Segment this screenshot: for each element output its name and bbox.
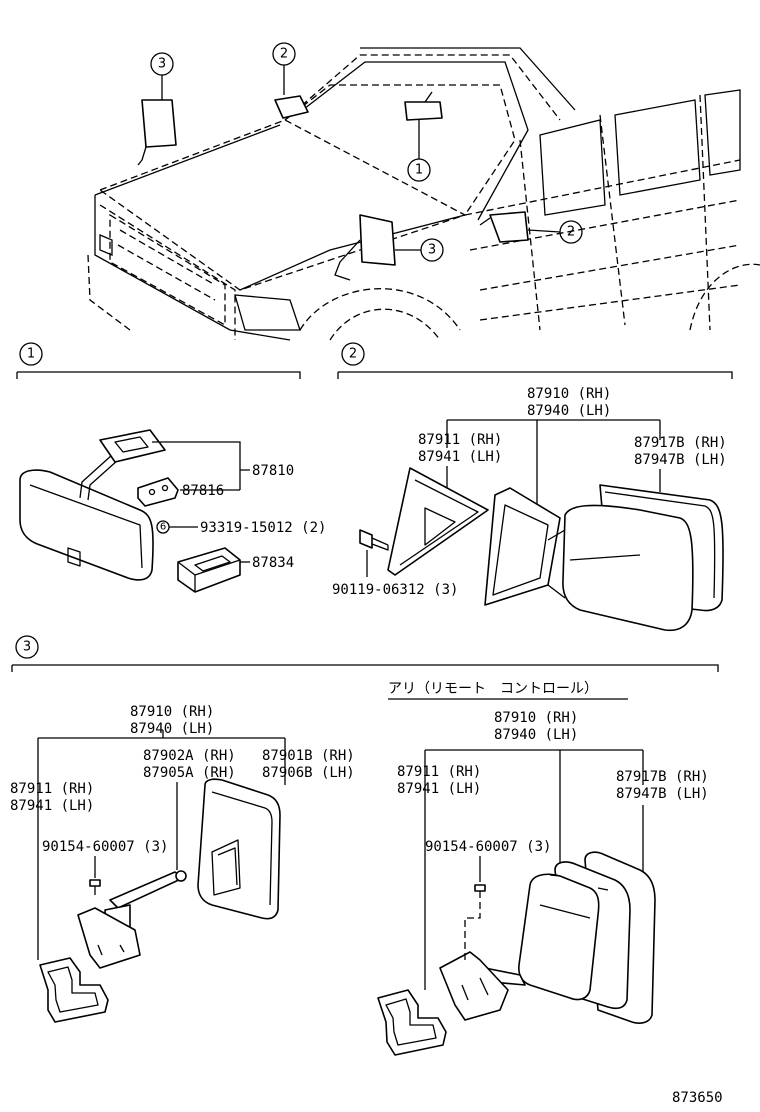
svg-text:1: 1 bbox=[415, 163, 423, 178]
section-3-manual: 87910 (RH) 87940 (LH) 87902A (RH) 87905A… bbox=[10, 704, 355, 1023]
svg-text:3: 3 bbox=[23, 640, 31, 655]
part-label-87910-rh: 87910 (RH) bbox=[494, 710, 578, 726]
vehicle-illustration bbox=[87, 47, 760, 341]
gasket-manual-drawing bbox=[39, 957, 109, 1023]
section-3: 3 bbox=[11, 635, 719, 672]
callout-top-side-mirror: 2 bbox=[527, 220, 583, 244]
part-label-87810: 87810 bbox=[252, 463, 294, 479]
mirror-base-drawing bbox=[484, 487, 561, 606]
part-label-87911-rh: 87911 (RH) bbox=[397, 764, 481, 780]
part-label-87905a-rh: 87905A (RH) bbox=[143, 765, 236, 781]
part-label-90154: 90154-60007 (3) bbox=[42, 839, 168, 855]
gasket-remote-drawing bbox=[377, 989, 447, 1056]
part-label-87902a-rh: 87902A (RH) bbox=[143, 748, 236, 764]
bolt-90119-drawing bbox=[359, 529, 389, 551]
part-label-87834: 87834 bbox=[252, 555, 294, 571]
part-label-87940-lh: 87940 (LH) bbox=[494, 727, 578, 743]
section-3-remote: アリ（リモート コントロール） 87910 (RH) 87940 (LH) 87… bbox=[377, 681, 709, 1056]
remote-control-heading: アリ（リモート コントロール） bbox=[388, 681, 598, 697]
screw-remote-drawing bbox=[464, 884, 486, 960]
screw-manual-drawing bbox=[89, 879, 101, 895]
callout-top-mirror-hood: 2 bbox=[272, 42, 296, 95]
callout-top-inner-mirror: 1 bbox=[407, 120, 431, 182]
part-label-87901b-rh: 87901B (RH) bbox=[262, 748, 355, 764]
section-2: 2 87910 (RH) 87940 (LH) 87911 (RH) 87941… bbox=[332, 342, 733, 632]
part-label-87941-lh: 87941 (LH) bbox=[10, 798, 94, 814]
part-label-87947b-lh: 87947B (LH) bbox=[616, 786, 709, 802]
inner-mirror-drawing bbox=[19, 429, 166, 581]
section-1: 1 87810 87816 6 bbox=[16, 342, 326, 593]
part-label-87911-rh: 87911 (RH) bbox=[418, 432, 502, 448]
bracket-87816-drawing bbox=[137, 477, 179, 507]
part-label-87910-rh: 87910 (RH) bbox=[527, 386, 611, 402]
cover-87834-drawing bbox=[177, 547, 241, 593]
svg-text:2: 2 bbox=[349, 347, 357, 362]
part-label-87917b-rh: 87917B (RH) bbox=[634, 435, 727, 451]
svg-text:3: 3 bbox=[158, 57, 166, 72]
part-label-87910-rh: 87910 (RH) bbox=[130, 704, 214, 720]
callout-top-fender-mirror: 3 bbox=[395, 238, 444, 262]
mirror-housing-drawing bbox=[547, 484, 724, 632]
part-label-90119: 90119-06312 (3) bbox=[332, 582, 458, 598]
part-label-87941-lh: 87941 (LH) bbox=[418, 449, 502, 465]
screw-mark: 6 bbox=[160, 522, 166, 533]
mirror-head-manual-drawing bbox=[197, 778, 281, 920]
part-label-87917b-rh: 87917B (RH) bbox=[616, 769, 709, 785]
svg-text:2: 2 bbox=[567, 225, 575, 240]
svg-text:1: 1 bbox=[27, 347, 35, 362]
stay-arm-remote-drawing bbox=[439, 951, 526, 1021]
part-label-87941-lh: 87941 (LH) bbox=[397, 781, 481, 797]
callout-top-mirror-left: 3 bbox=[150, 52, 174, 100]
part-label-93319: 93319-15012 (2) bbox=[200, 520, 326, 536]
svg-text:2: 2 bbox=[280, 47, 288, 62]
part-label-90154: 90154-60007 (3) bbox=[425, 839, 551, 855]
part-label-87906b-lh: 87906B (LH) bbox=[262, 765, 355, 781]
part-label-87940-lh: 87940 (LH) bbox=[130, 721, 214, 737]
part-label-87940-lh: 87940 (LH) bbox=[527, 403, 611, 419]
part-label-87911-rh: 87911 (RH) bbox=[10, 781, 94, 797]
svg-text:3: 3 bbox=[428, 243, 436, 258]
part-label-87816: 87816 bbox=[182, 483, 224, 499]
mirror-housing-remote-drawing bbox=[518, 851, 656, 1024]
diagram-id: 873650 bbox=[672, 1090, 723, 1106]
triangle-cover-drawing bbox=[387, 467, 489, 576]
part-label-87947b-lh: 87947B (LH) bbox=[634, 452, 727, 468]
stay-arm-manual-drawing bbox=[77, 870, 187, 969]
